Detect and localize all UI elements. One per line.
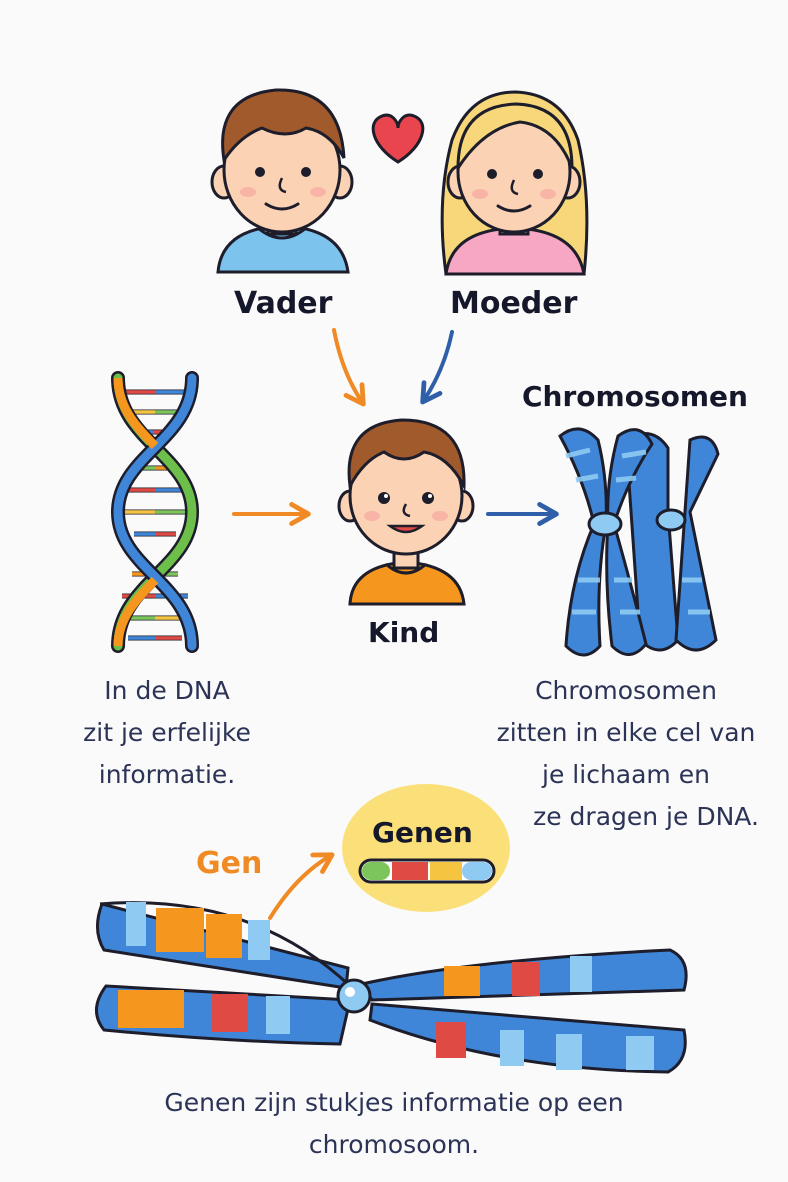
child-avatar (337, 418, 475, 606)
chromosomes-description-line: Chromosomen (535, 676, 717, 705)
child-label: Kind (368, 616, 440, 649)
chromosomes-description-line: je lichaam en (542, 760, 710, 789)
gene-bar-icon (358, 858, 496, 884)
chromosomes-description-line: zitten in elke cel van (496, 718, 756, 747)
dna-description-line: In de DNA (104, 676, 230, 705)
heart-icon (371, 113, 425, 164)
mother-label: Moeder (450, 286, 578, 321)
large-chromosome (95, 901, 688, 1074)
gene-to-genes-arrow (268, 852, 335, 920)
dna-description-line: informatie. (98, 760, 236, 789)
genes-description-line: Genen zijn stukjes informatie op een (164, 1088, 624, 1117)
chromosome-bands (565, 447, 710, 615)
chromosomes-title: Chromosomen (522, 380, 748, 413)
genes-description-line: chromosoom. (308, 1130, 480, 1159)
father-to-child-arrow (332, 328, 366, 407)
dna-description-line: zit je erfelijke (83, 718, 251, 747)
father-avatar (210, 88, 354, 274)
father-label: Vader (234, 286, 333, 321)
genes-badge (342, 784, 510, 912)
genes-label: Genen (372, 816, 473, 849)
chromosomes-description: Chromosomen zitten in elke cel van je li… (470, 670, 782, 838)
chromosome-icon (558, 427, 720, 657)
chromosomes-description-line: ze dragen je DNA. (533, 802, 759, 831)
mother-avatar (440, 90, 589, 276)
dna-description: In de DNA zit je erfelijke informatie. (42, 670, 292, 796)
genes-description: Genen zijn stukjes informatie op een chr… (94, 1082, 694, 1166)
mother-to-child-arrow (420, 330, 454, 405)
gene-label: Gen (196, 846, 263, 881)
dna-helix-icon (110, 371, 200, 653)
